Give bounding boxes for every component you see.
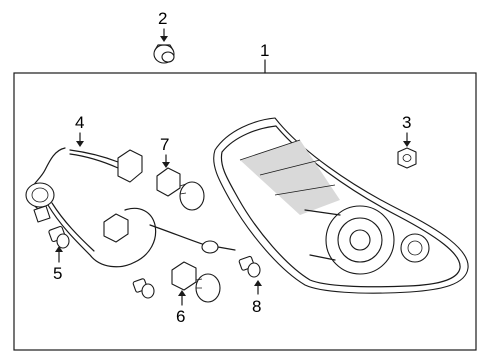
wiring-harness-part bbox=[25, 147, 236, 268]
nut-part bbox=[397, 147, 417, 169]
bulb-socket-lower-part bbox=[171, 261, 221, 303]
callout-label-4: 4 bbox=[75, 113, 84, 132]
tail-lamp-housing bbox=[213, 117, 469, 294]
bulb-socket-upper-part bbox=[156, 167, 205, 211]
callout-label-2: 2 bbox=[158, 9, 167, 28]
callout-4: 4 bbox=[75, 113, 84, 147]
callout-label-1: 1 bbox=[260, 41, 269, 60]
callout-7: 7 bbox=[160, 135, 170, 168]
callout-label-5: 5 bbox=[53, 264, 62, 283]
callout-8: 8 bbox=[252, 280, 262, 316]
callout-3: 3 bbox=[402, 113, 411, 147]
callout-label-6: 6 bbox=[176, 307, 185, 326]
grommet-part bbox=[153, 44, 175, 64]
callout-label-8: 8 bbox=[252, 297, 261, 316]
assembly-frame bbox=[13, 72, 477, 351]
callout-label-3: 3 bbox=[402, 113, 411, 132]
callout-label-7: 7 bbox=[160, 135, 169, 154]
bulb-small-part bbox=[48, 225, 70, 249]
callout-5: 5 bbox=[53, 246, 63, 283]
callout-6: 6 bbox=[176, 290, 186, 326]
bulb-side-part bbox=[238, 255, 261, 278]
callout-2: 2 bbox=[158, 9, 168, 42]
callout-1: 1 bbox=[260, 41, 269, 74]
bulb-loose-part bbox=[132, 278, 155, 299]
